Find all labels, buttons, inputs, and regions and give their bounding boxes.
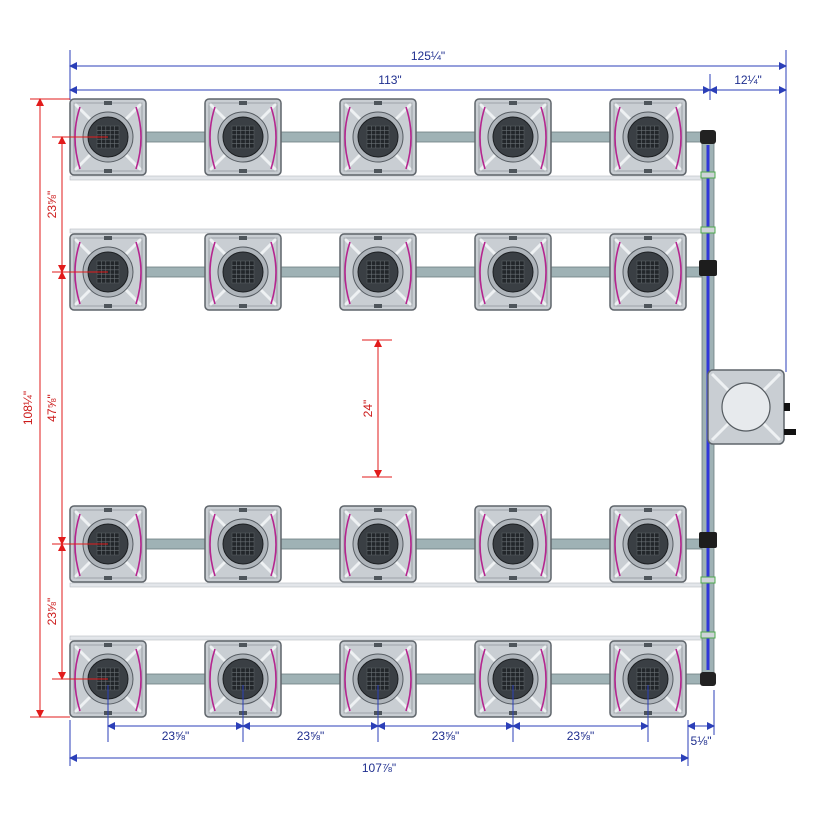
grow-tray	[474, 233, 552, 311]
tray-rail	[69, 582, 711, 588]
pipe-tee	[699, 260, 717, 276]
grow-tray	[609, 98, 687, 176]
tray-rail	[69, 175, 711, 181]
drip-tube	[74, 648, 81, 712]
overall-height-dim-label: 108¼"	[21, 391, 35, 425]
drip-tube	[405, 513, 412, 577]
drip-tube	[270, 106, 277, 170]
overall-width-dim-label: 125¼"	[411, 49, 445, 63]
reservoir-outlet	[784, 429, 796, 435]
grow-tray	[339, 233, 417, 311]
grow-tray	[609, 505, 687, 583]
grow-tray	[474, 505, 552, 583]
drip-tube	[405, 241, 412, 305]
drip-tube	[135, 513, 142, 577]
row-spacing-bottom-dim-label: 23⅝"	[45, 598, 59, 626]
drip-tube	[74, 513, 81, 577]
grow-tray	[204, 505, 282, 583]
drip-tube	[209, 648, 216, 712]
middle-gap-dim-label: 47⅝"	[45, 394, 59, 422]
bottom-spacing-dim-1-label: 23⅝"	[162, 729, 190, 743]
drip-tube	[270, 648, 277, 712]
drip-tube	[614, 513, 621, 577]
drip-tube	[74, 106, 81, 170]
grow-tray	[69, 233, 147, 311]
drip-tube	[209, 513, 216, 577]
drip-tube	[614, 106, 621, 170]
grow-tray	[204, 98, 282, 176]
drip-tube	[135, 106, 142, 170]
reservoir-tank-icon	[721, 382, 771, 432]
drip-tube	[344, 106, 351, 170]
bottom-spacing-dim-2-label: 23⅝"	[297, 729, 325, 743]
drip-tube	[270, 513, 277, 577]
drip-tube	[479, 513, 486, 577]
grow-tray	[339, 505, 417, 583]
drip-tube	[479, 106, 486, 170]
grow-tray	[339, 98, 417, 176]
trays-layer	[69, 98, 687, 718]
reservoir-offset-dim-label: 12¼"	[734, 73, 762, 87]
grow-tray	[609, 640, 687, 718]
pipe-tee	[699, 532, 717, 548]
reservoir-layer	[707, 369, 796, 445]
drip-tube	[540, 241, 547, 305]
drip-tube	[675, 513, 682, 577]
drip-tube	[479, 648, 486, 712]
drip-tube	[344, 513, 351, 577]
drip-tube	[405, 106, 412, 170]
tray-rail	[69, 635, 711, 641]
grow-tray	[609, 233, 687, 311]
pipe-clip	[700, 631, 716, 639]
bottom-spacing-dim-3-label: 23⅝"	[432, 729, 460, 743]
row-spacing-top-dim-label: 23⅝"	[45, 191, 59, 219]
drip-tube	[74, 241, 81, 305]
grow-tray	[474, 640, 552, 718]
pipe-elbow	[700, 672, 716, 686]
grow-tray	[474, 98, 552, 176]
drip-tube	[344, 241, 351, 305]
drip-tube	[540, 106, 547, 170]
pipe-clip	[700, 171, 716, 179]
dimensions-layer: 125¼" 113" 12¼" 108¼" 23⅝" 47⅝" 23⅝" 24" 23⅝" 23⅝…	[21, 49, 787, 775]
drip-tube	[675, 241, 682, 305]
drip-tube	[344, 648, 351, 712]
pipe-offset-dim-label: 5⅛"	[691, 734, 712, 748]
bottom-spacing-dim-4-label: 23⅝"	[567, 729, 595, 743]
drip-tube	[540, 648, 547, 712]
center-gap-dim-label: 24"	[361, 400, 375, 418]
pipe-elbow	[700, 130, 716, 144]
drip-tube	[405, 648, 412, 712]
pipe-clip	[700, 226, 716, 234]
grow-tray	[204, 640, 282, 718]
drip-tube	[209, 241, 216, 305]
pipes-layer	[69, 130, 717, 686]
drip-tube	[135, 648, 142, 712]
drip-tube	[614, 241, 621, 305]
drip-tube	[479, 241, 486, 305]
drip-tube	[209, 106, 216, 170]
tray-rail	[69, 228, 711, 234]
drip-tube	[135, 241, 142, 305]
bottom-total-dim-label: 107⅞"	[362, 761, 396, 775]
pipe-clip	[700, 576, 716, 584]
drip-tube	[540, 513, 547, 577]
drip-tube	[675, 106, 682, 170]
drip-tube	[270, 241, 277, 305]
grow-tray	[339, 640, 417, 718]
tray-row-width-dim-label: 113"	[378, 73, 401, 87]
drip-tube	[675, 648, 682, 712]
grow-tray	[204, 233, 282, 311]
drip-tube	[614, 648, 621, 712]
